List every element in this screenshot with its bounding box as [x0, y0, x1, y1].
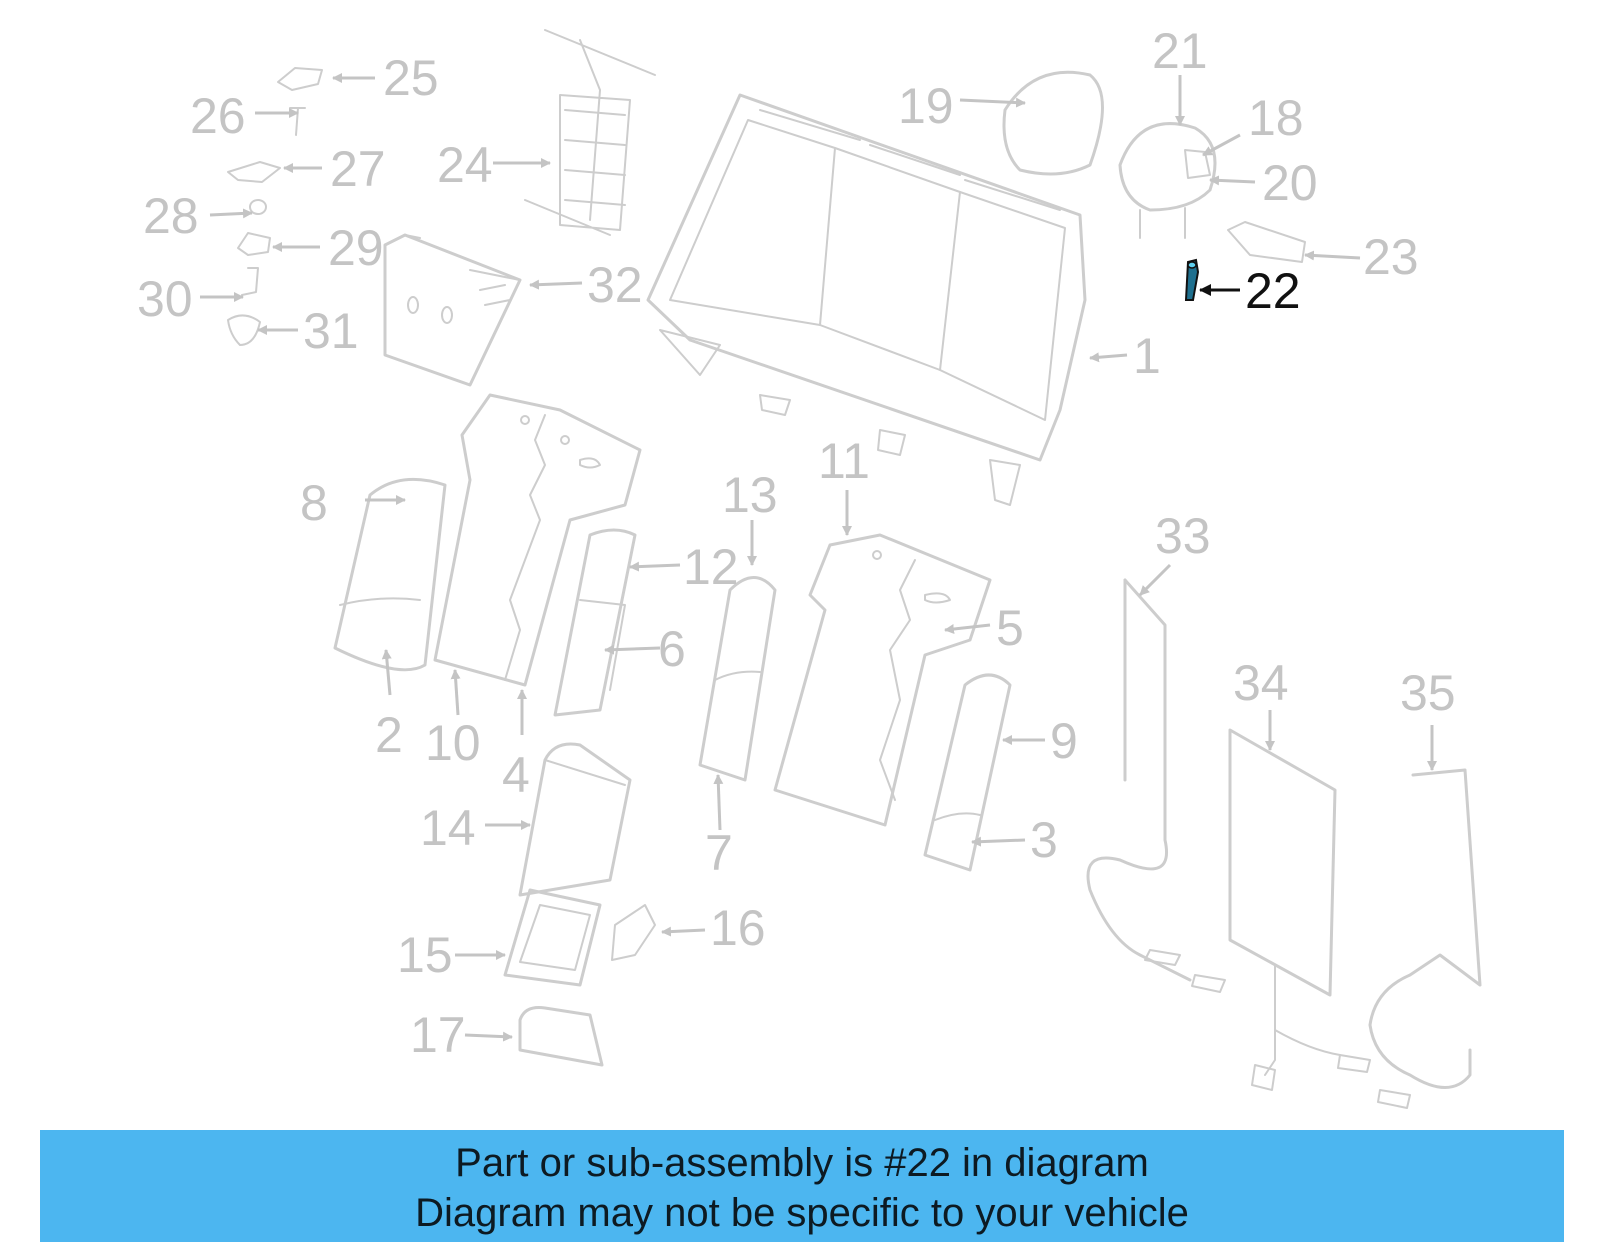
part-35-heater — [1368, 768, 1482, 1109]
callout-34: 34 — [1233, 655, 1289, 711]
part-22-guide — [1184, 258, 1200, 301]
hardware-parts — [227, 67, 323, 346]
callout-17: 17 — [410, 1007, 466, 1063]
part-17-holder — [518, 1006, 604, 1067]
part-5-cover — [773, 533, 992, 827]
callout-35: 35 — [1400, 665, 1456, 721]
callout-14: 14 — [420, 800, 476, 856]
callout-32: 32 — [587, 257, 643, 313]
part-32-panel — [383, 233, 522, 387]
banner-line-1: Part or sub-assembly is #22 in diagram — [455, 1141, 1149, 1185]
callout-30: 30 — [137, 271, 193, 327]
callout-labels: 1 2 3 4 5 6 7 8 9 10 11 12 13 14 15 16 1… — [137, 23, 1456, 1063]
callout-7: 7 — [705, 825, 733, 881]
callout-11: 11 — [818, 433, 870, 489]
callout-15: 15 — [397, 927, 453, 983]
part-24-bracket — [524, 29, 656, 236]
callout-28: 28 — [143, 188, 199, 244]
part-4-cover — [433, 393, 642, 687]
part-16-clip — [611, 904, 656, 961]
banner-line-2: Diagram may not be specific to your vehi… — [415, 1191, 1189, 1235]
part-13-bolster — [698, 576, 777, 782]
callout-13: 13 — [722, 467, 778, 523]
part-12-bolster — [553, 528, 637, 717]
callout-18: 18 — [1248, 90, 1304, 146]
leader-lines — [200, 73, 1437, 1042]
callout-1: 1 — [1133, 328, 1161, 384]
callout-8: 8 — [300, 475, 328, 531]
callout-24: 24 — [437, 137, 493, 193]
part-15-frame — [503, 888, 602, 987]
part-14-armrest — [518, 742, 632, 897]
callout-2: 2 — [375, 707, 403, 763]
callout-4: 4 — [502, 747, 530, 803]
callout-16: 16 — [710, 900, 766, 956]
callout-10: 10 — [425, 715, 481, 771]
callout-31: 31 — [303, 303, 359, 359]
callout-23: 23 — [1363, 229, 1419, 285]
callout-20: 20 — [1262, 155, 1318, 211]
callout-5: 5 — [996, 600, 1024, 656]
callout-9: 9 — [1050, 713, 1078, 769]
part-33-heater — [1086, 578, 1226, 993]
callout-3: 3 — [1030, 812, 1058, 868]
callout-21: 21 — [1152, 23, 1208, 79]
callout-22: 22 — [1245, 263, 1301, 319]
part-34-heater — [1228, 728, 1371, 1091]
part-23-bracket — [1227, 221, 1306, 263]
headrests — [1002, 70, 1217, 239]
callout-33: 33 — [1155, 508, 1211, 564]
callout-29: 29 — [328, 220, 384, 276]
callout-12: 12 — [683, 539, 739, 595]
callout-19: 19 — [898, 78, 954, 134]
part-1-seatback-frame — [646, 93, 1087, 506]
callout-6: 6 — [658, 621, 686, 677]
callout-27: 27 — [330, 141, 386, 197]
part-8-cushion — [333, 477, 447, 672]
callout-26: 26 — [190, 88, 246, 144]
callout-25: 25 — [383, 50, 439, 106]
info-banner: Part or sub-assembly is #22 in diagram D… — [40, 1130, 1564, 1242]
